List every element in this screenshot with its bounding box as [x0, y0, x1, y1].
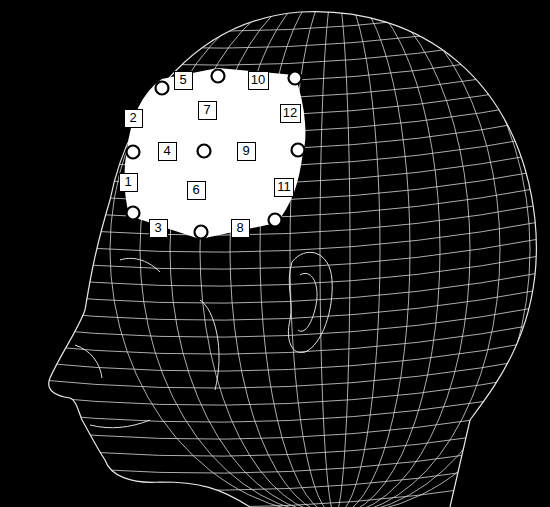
callout-number: 4 — [158, 142, 177, 161]
callout-number: 12 — [280, 104, 301, 123]
callout-number: 3 — [149, 219, 168, 238]
callout-number: 7 — [198, 101, 217, 120]
callout-number: 6 — [187, 181, 206, 200]
callout-number: 2 — [124, 109, 143, 128]
callout-number: 8 — [231, 219, 250, 238]
callout-number: 10 — [248, 71, 269, 90]
callout-number: 1 — [119, 173, 138, 192]
callout-number: 9 — [237, 142, 256, 161]
electrode-patch — [125, 69, 304, 238]
electrode-dots — [127, 70, 305, 239]
callout-number: 5 — [174, 71, 193, 90]
callout-number: 11 — [274, 178, 294, 197]
